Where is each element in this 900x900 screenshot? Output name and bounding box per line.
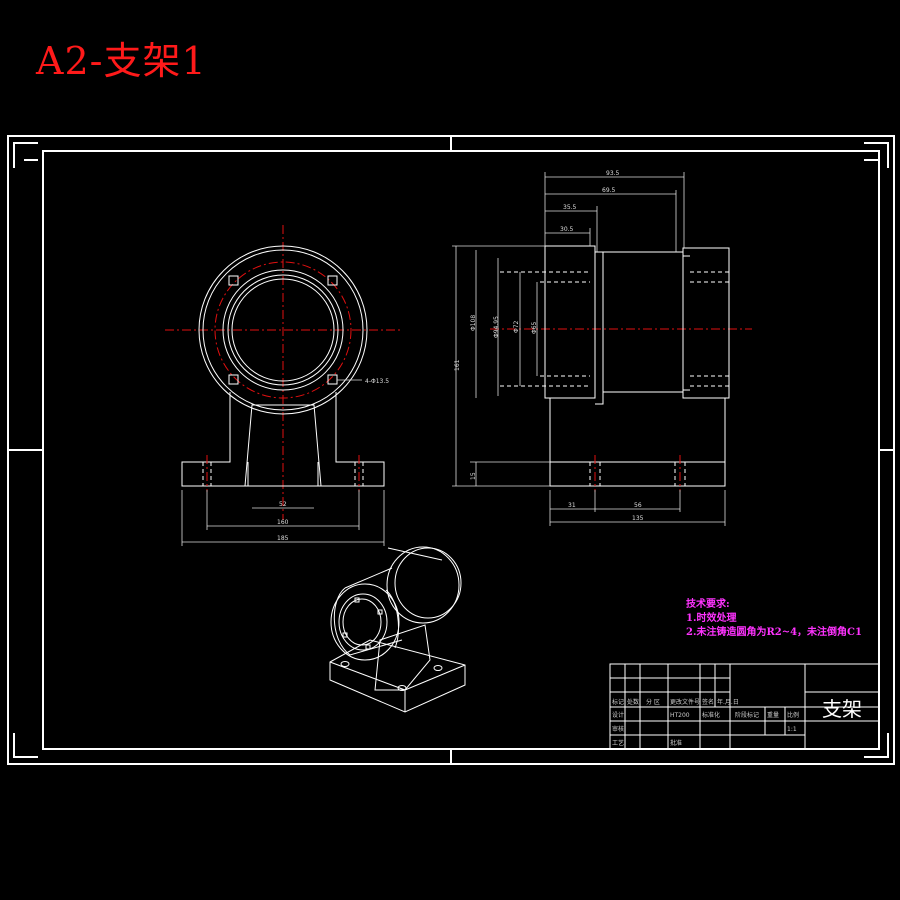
dim-height-total: 161: [454, 359, 461, 371]
dim-base-height: 15: [470, 472, 477, 480]
svg-text:处数: 处数: [627, 698, 639, 706]
svg-text:工艺: 工艺: [612, 739, 624, 747]
svg-text:分 区: 分 区: [646, 698, 660, 706]
svg-text:签名: 签名: [702, 698, 714, 706]
tech-note-2: 2.未注铸造圆角为R2~4，未注倒角C1: [686, 625, 862, 638]
dim-base-total: 135: [632, 515, 644, 522]
svg-text:审核: 审核: [612, 725, 624, 733]
bolt-holes: [228, 275, 338, 385]
svg-text:年.月.日: 年.月.日: [717, 698, 739, 706]
dim-dia-bore: Φ65: [531, 321, 538, 334]
svg-text:重量: 重量: [767, 711, 779, 719]
dim-base-mid: 56: [634, 502, 642, 509]
dim-dia-outer: Φ108: [470, 315, 477, 331]
front-view: 4-Φ13.5 52 160 185: [165, 225, 400, 546]
tech-notes-heading: 技术要求:: [686, 597, 730, 610]
title-block: 标记 处数 分 区 更改文件号 签名 年.月.日 设计 HT200 标准化 审核…: [609, 663, 880, 750]
dim-top-small: 35.5: [563, 204, 577, 211]
tech-notes: 技术要求: 1.时效处理 2.未注铸造圆角为R2~4，未注倒角C1: [686, 597, 862, 638]
svg-text:比例: 比例: [787, 711, 799, 719]
svg-text:批准: 批准: [670, 739, 682, 747]
part-name: 支架: [822, 697, 862, 721]
tech-note-1: 1.时效处理: [686, 611, 736, 624]
material-cell: HT200: [670, 712, 690, 719]
svg-text:1:1: 1:1: [787, 726, 797, 733]
dim-hole-spacing: 160: [277, 519, 289, 526]
dim-base-width: 185: [277, 535, 289, 542]
dim-top-smallest: 30.5: [560, 226, 574, 233]
dim-top-mid: 69.5: [602, 187, 616, 194]
hole-callout: 4-Φ13.5: [365, 378, 389, 385]
dim-top-overall: 93.5: [606, 170, 620, 177]
svg-text:设计: 设计: [612, 711, 624, 719]
svg-text:阶段标记: 阶段标记: [735, 711, 759, 719]
dim-dia-inner: Φ72: [513, 320, 520, 333]
svg-text:标记: 标记: [612, 698, 624, 706]
svg-text:更改文件号: 更改文件号: [670, 698, 700, 706]
sheet-frame: [7, 135, 895, 765]
svg-text:标准化: 标准化: [702, 711, 720, 719]
dim-base-left: 31: [568, 502, 576, 509]
side-view: 93.5 69.5 35.5 30.5 161 Φ108 Φ94.95 Φ72 …: [452, 170, 752, 526]
dim-dia-mid: Φ94.95: [493, 316, 500, 338]
dim-inner-width: 52: [279, 501, 287, 508]
isometric-view: [329, 546, 466, 713]
page-title: A2-支架1: [36, 39, 207, 83]
